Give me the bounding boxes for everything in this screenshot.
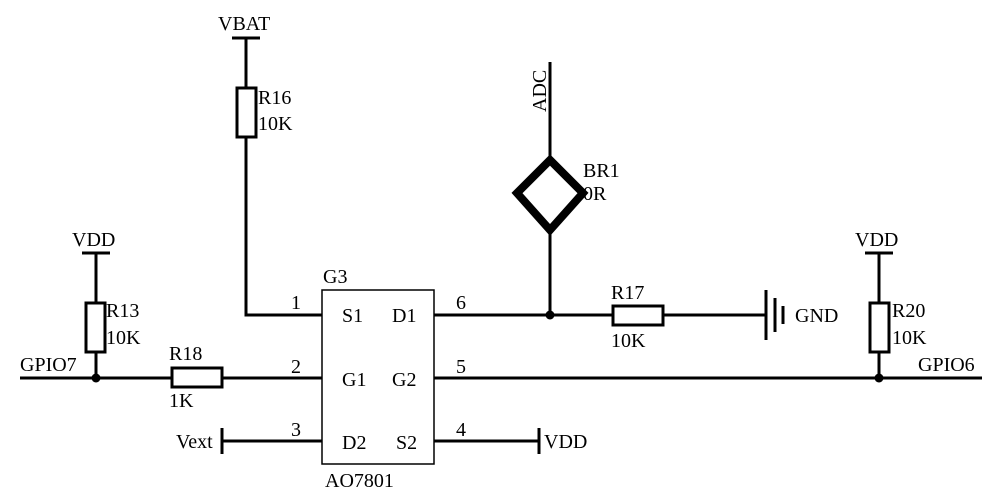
resistor-r16 — [235, 86, 258, 139]
r17-ref: R17 — [611, 282, 644, 304]
pin-name-s1: S1 — [342, 305, 363, 327]
r13-value: 10K — [106, 327, 141, 349]
pin-number-4: 4 — [456, 419, 466, 441]
r18-value: 1K — [169, 390, 194, 412]
chip-part: AO7801 — [325, 470, 394, 492]
net-label-gpio6: GPIO6 — [918, 354, 975, 376]
pin-name-d1: D1 — [392, 305, 416, 327]
net-label-vbat: VBAT — [218, 13, 270, 35]
chip-body — [321, 289, 435, 465]
net-label-vext: Vext — [176, 431, 213, 453]
r17-value: 10K — [611, 330, 646, 352]
pin-name-g2: G2 — [392, 369, 416, 391]
pin-number-2: 2 — [291, 356, 301, 378]
br1-ref: BR1 — [583, 160, 620, 182]
net-label-adc: ADC — [529, 70, 551, 112]
r16-value: 10K — [258, 113, 293, 135]
pin-name-d2: D2 — [342, 432, 366, 454]
r20-value: 10K — [892, 327, 927, 349]
bridge-br1 — [511, 154, 589, 237]
br1-value: 0R — [583, 183, 607, 205]
resistor-r13 — [84, 301, 107, 354]
r16-ref: R16 — [258, 87, 291, 109]
pin-number-3: 3 — [291, 419, 301, 441]
r13-ref: R13 — [106, 300, 139, 322]
resistor-r17 — [611, 304, 665, 327]
net-label-vdd-left: VDD — [72, 229, 115, 251]
net-label-gpio7: GPIO7 — [20, 354, 77, 376]
pin-number-1: 1 — [291, 292, 301, 314]
net-label-vdd-s2: VDD — [544, 431, 587, 453]
resistor-r20 — [868, 301, 891, 354]
resistor-r18 — [170, 366, 224, 389]
net-label-vdd-right: VDD — [855, 229, 898, 251]
chip-ref: G3 — [323, 266, 347, 288]
ground-icon — [764, 290, 785, 340]
pin-number-5: 5 — [456, 356, 466, 378]
pin-name-s2: S2 — [396, 432, 417, 454]
net-label-gnd: GND — [795, 305, 838, 327]
r20-ref: R20 — [892, 300, 925, 322]
wire-r16-s1 — [244, 137, 322, 317]
junction-gpio7 — [91, 373, 101, 383]
pin-name-g1: G1 — [342, 369, 366, 391]
pin-number-6: 6 — [456, 292, 466, 314]
r18-ref: R18 — [169, 343, 202, 365]
